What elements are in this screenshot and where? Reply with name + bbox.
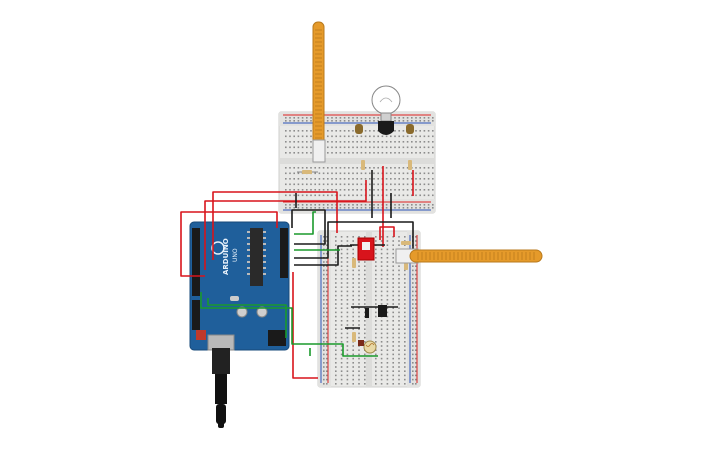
arduino-brand-text: ARDUINO (222, 238, 230, 275)
resistors-top[interactable] (297, 160, 412, 174)
potentiometer-knobs[interactable] (355, 124, 414, 134)
light-bulb[interactable] (371, 85, 401, 135)
lower-components[interactable] (345, 305, 398, 329)
transistor-icon (378, 121, 394, 135)
arduino-logo-icon (211, 241, 225, 255)
usb-cable[interactable] (212, 348, 230, 428)
photoresistor[interactable] (358, 340, 377, 354)
wires[interactable] (180, 166, 414, 379)
flex-sensor-horizontal[interactable] (395, 248, 543, 264)
slide-switch[interactable] (357, 237, 375, 261)
flex-sensor-vertical[interactable] (312, 21, 326, 163)
arduino-model-text: UNO (232, 248, 239, 262)
breadboard-holes (285, 117, 434, 209)
